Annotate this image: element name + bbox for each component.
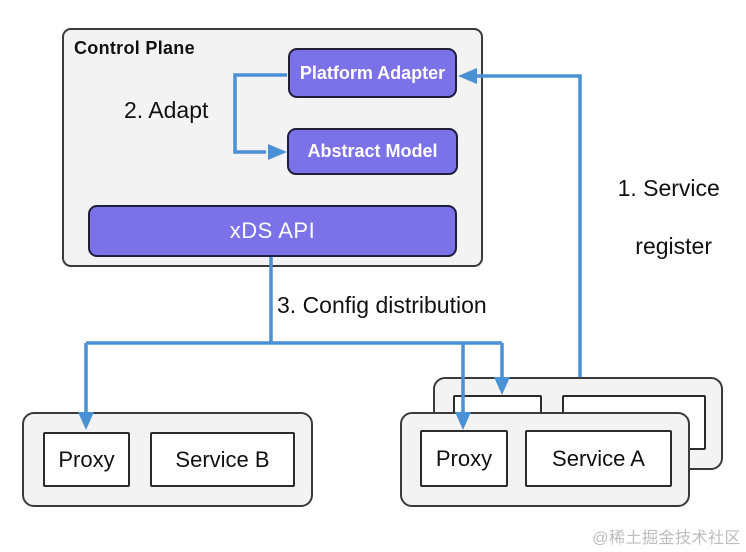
service-b-box: Service B	[150, 432, 295, 487]
step-1-line-2: register	[635, 233, 712, 259]
service-a-proxy-box: Proxy	[420, 430, 508, 487]
service-b-proxy-box: Proxy	[43, 432, 130, 487]
abstract-model-node: Abstract Model	[287, 128, 458, 175]
step-3-config-distribution-label: 3. Config distribution	[277, 292, 487, 318]
watermark: @稀土掘金技术社区	[592, 530, 741, 547]
service-register-arrow-line	[476, 74, 582, 377]
xds-api-node: xDS API	[88, 205, 457, 257]
service-a-box: Service A	[525, 430, 672, 487]
step-1-service-register-label: 1. Service register	[592, 145, 720, 290]
control-plane-label: Control Plane	[74, 38, 195, 58]
platform-adapter-node: Platform Adapter	[288, 48, 457, 98]
step-1-line-1: 1. Service	[617, 175, 720, 201]
step-2-adapt-label: 2. Adapt	[124, 97, 209, 123]
